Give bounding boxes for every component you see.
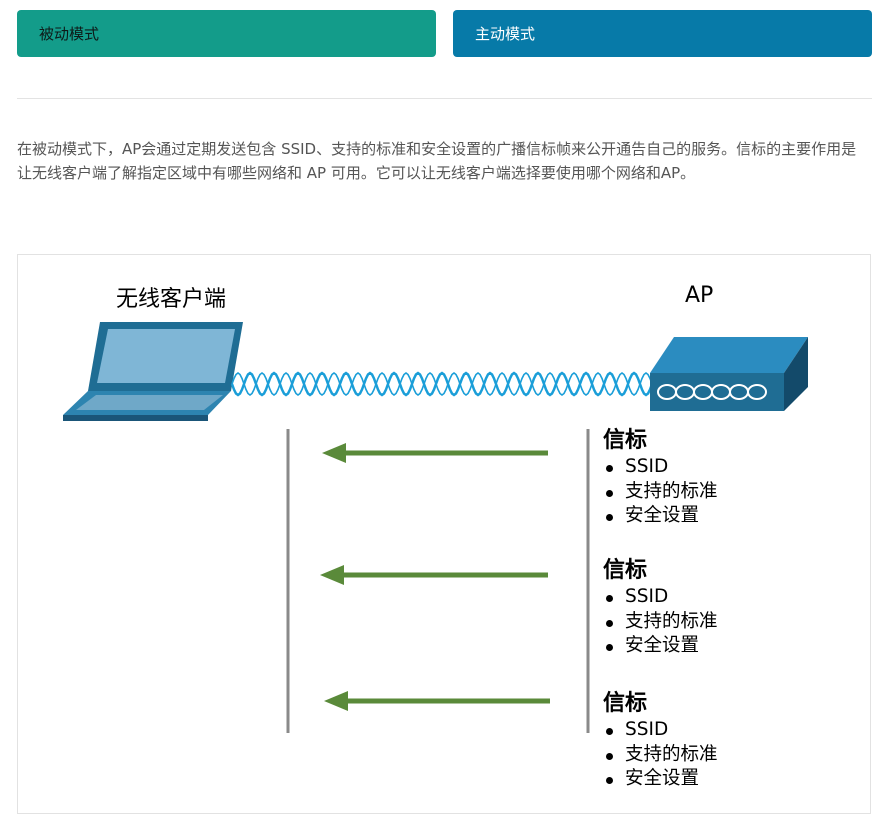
beacon-item: 安全设置: [603, 634, 718, 659]
beacon-item: 安全设置: [603, 504, 718, 529]
beacon-item: SSID: [603, 455, 718, 480]
beacon-frame: 信标 SSID 支持的标准 安全设置: [603, 690, 718, 792]
tab-passive-mode[interactable]: 被动模式: [17, 10, 436, 57]
beacon-items: SSID 支持的标准 安全设置: [603, 585, 718, 659]
access-point-icon: [650, 337, 808, 411]
beacon-items: SSID 支持的标准 安全设置: [603, 455, 718, 529]
divider: [17, 98, 872, 99]
diagram-graphics: [63, 322, 808, 733]
beacon-item: 支持的标准: [603, 743, 718, 768]
tab-active-mode[interactable]: 主动模式: [453, 10, 872, 57]
wireless-client-label: 无线客户端: [116, 287, 227, 312]
ap-label: AP: [685, 283, 714, 308]
beacon-items: SSID 支持的标准 安全设置: [603, 718, 718, 792]
beacon-title: 信标: [603, 558, 648, 583]
intro-paragraph: 在被动模式下，AP会通过定期发送包含 SSID、支持的标准和安全设置的广播信标帧…: [17, 140, 857, 182]
beacon-frame: 信标 SSID 支持的标准 安全设置: [603, 427, 718, 529]
beacon-title: 信标: [603, 428, 648, 453]
beacon-item: 安全设置: [603, 767, 718, 792]
beacon-item: SSID: [603, 718, 718, 743]
beacon-item: 支持的标准: [603, 610, 718, 635]
laptop-icon: [63, 322, 243, 421]
wireless-signal-wave: [230, 371, 656, 397]
beacon-item: SSID: [603, 585, 718, 610]
tab-active-mode-label: 主动模式: [475, 25, 536, 43]
beacon-arrow: [322, 443, 548, 463]
beacon-arrow: [320, 565, 548, 585]
beacon-title: 信标: [603, 691, 648, 716]
passive-mode-diagram: 无线客户端 AP 信标 SSID 支持的标准 安全设置 信标 SSID 支持的标…: [17, 254, 871, 814]
beacon-arrow: [324, 691, 550, 711]
beacon-item: 支持的标准: [603, 480, 718, 505]
tab-passive-mode-label: 被动模式: [39, 25, 100, 43]
beacon-frame: 信标 SSID 支持的标准 安全设置: [603, 557, 718, 659]
